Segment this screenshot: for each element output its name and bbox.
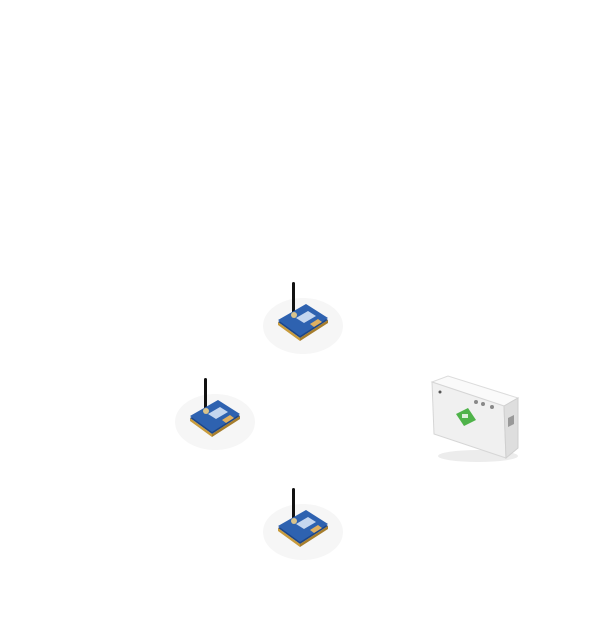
xbee-module-icon: [175, 378, 255, 450]
xbee-module-1: [258, 270, 348, 360]
xbee-module-3: [258, 476, 348, 566]
gateway-device: [426, 372, 522, 464]
gateway-router-icon: [430, 375, 520, 462]
xbee-module-2: [170, 366, 260, 456]
xbee-module-icon: [263, 488, 343, 560]
xbee-module-icon: [263, 282, 343, 354]
